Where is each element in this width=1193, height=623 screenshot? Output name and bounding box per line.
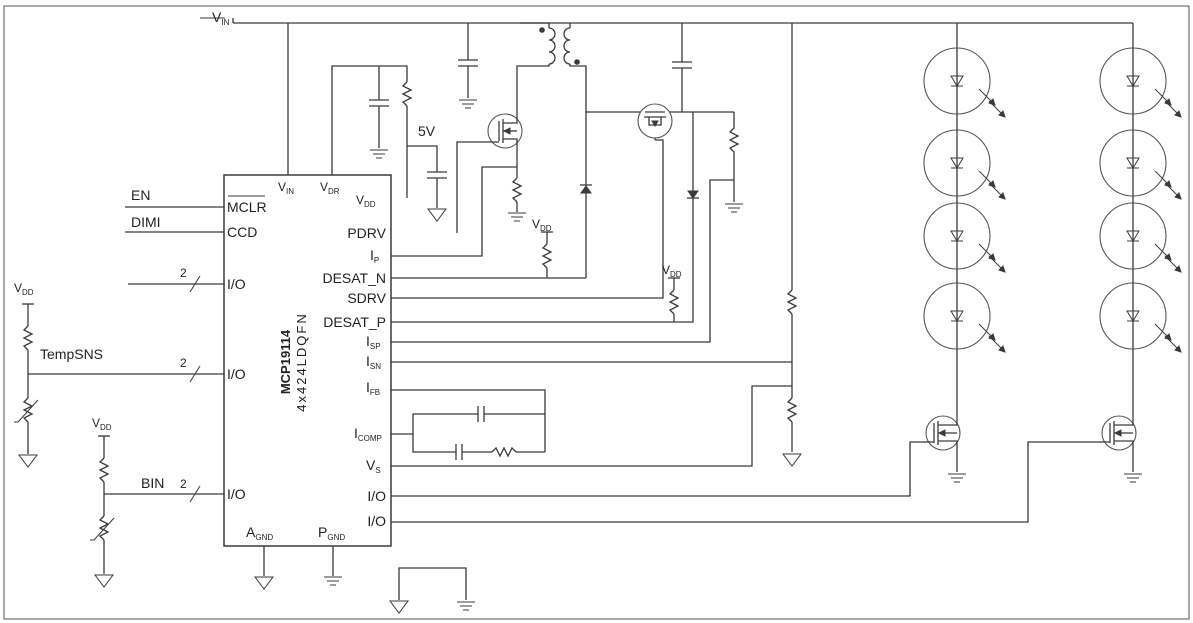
pin-io-right-2: I/O <box>367 513 386 529</box>
desat-n-divider <box>391 231 586 279</box>
left-inputs <box>28 206 224 503</box>
pin-icomp: ICOMP <box>354 425 382 443</box>
pin-mclr: MCLR <box>227 199 267 215</box>
pin-vdr: VDR <box>320 180 340 196</box>
compensation-network <box>391 389 546 460</box>
pin-desat-p: DESAT_P <box>323 314 386 330</box>
chip-label-group: MCP19114 4x424LDQFN <box>278 312 309 411</box>
pin-ip: IP <box>370 247 379 265</box>
led-2-4 <box>1099 282 1182 353</box>
bus-width-io2: 2 <box>180 356 187 370</box>
secondary-mosfet <box>391 103 673 299</box>
led-1-4 <box>923 282 1006 353</box>
ground-symbols-legend <box>389 567 476 614</box>
chip-grounds <box>254 546 343 590</box>
vdr-supply <box>331 65 447 222</box>
led-1-2 <box>923 129 1006 200</box>
pin-io-right-1: I/O <box>367 488 386 504</box>
led-mosfet-2 <box>391 415 1143 523</box>
pin-pgnd: PGND <box>318 524 345 542</box>
pin-ifb: IFB <box>366 379 380 397</box>
led-strings <box>923 45 1182 420</box>
pin-io-left-3: I/O <box>227 486 246 502</box>
rectifier-diodes <box>580 112 699 278</box>
pin-vs: VS <box>366 457 381 475</box>
pin-agnd: AGND <box>246 524 273 542</box>
vin-rail <box>233 22 1134 290</box>
tempsns-label: TempSNS <box>40 346 103 362</box>
vdd-label-bin: VDD <box>92 416 112 432</box>
bin-network <box>90 435 115 588</box>
pin-sdrv: SDRV <box>347 290 386 306</box>
dimi-label: DIMI <box>131 214 161 230</box>
led-2-1 <box>1099 47 1182 118</box>
en-label: EN <box>131 187 150 203</box>
tempsns-network <box>14 303 39 468</box>
coupling-capacitor <box>672 23 692 112</box>
current-sense-lines <box>391 179 792 363</box>
vdd-label-desat-n: VDD <box>532 217 552 233</box>
desat-p-divider <box>391 277 694 323</box>
coupled-inductor <box>516 22 587 112</box>
mcp19114-chip <box>223 174 392 547</box>
chip-package: 4x424LDQFN <box>294 312 309 411</box>
vdd-label-desat-p: VDD <box>662 263 682 279</box>
pin-isp: ISP <box>366 333 381 351</box>
pin-io-left-2: I/O <box>227 366 246 382</box>
led-2-3 <box>1099 202 1182 273</box>
pin-desat-n: DESAT_N <box>322 270 386 286</box>
vin-label: VIN <box>212 9 230 27</box>
pin-ccd: CCD <box>227 224 257 240</box>
bin-label: BIN <box>141 475 164 491</box>
bus-width-io3: 2 <box>180 477 187 491</box>
pin-io-left-1: I/O <box>227 276 246 292</box>
five-v-label: 5V <box>418 123 436 139</box>
pin-vin: VIN <box>278 180 294 196</box>
pin-pdrv: PDRV <box>347 225 386 241</box>
vs-divider <box>391 289 802 467</box>
pin-vdd: VDD <box>356 193 376 209</box>
led-1-1 <box>923 47 1006 118</box>
primary-mosfet <box>391 110 527 257</box>
vdd-label-tempsns: VDD <box>14 281 34 297</box>
led-2-2 <box>1099 129 1182 200</box>
pin-isn: ISN <box>366 353 381 371</box>
chip-name: MCP19114 <box>278 329 293 394</box>
led-mosfet-1 <box>391 415 967 497</box>
input-capacitor <box>458 59 478 109</box>
bus-width-io1: 2 <box>180 266 187 280</box>
diagram-border <box>3 5 1190 620</box>
led-1-3 <box>923 202 1006 273</box>
